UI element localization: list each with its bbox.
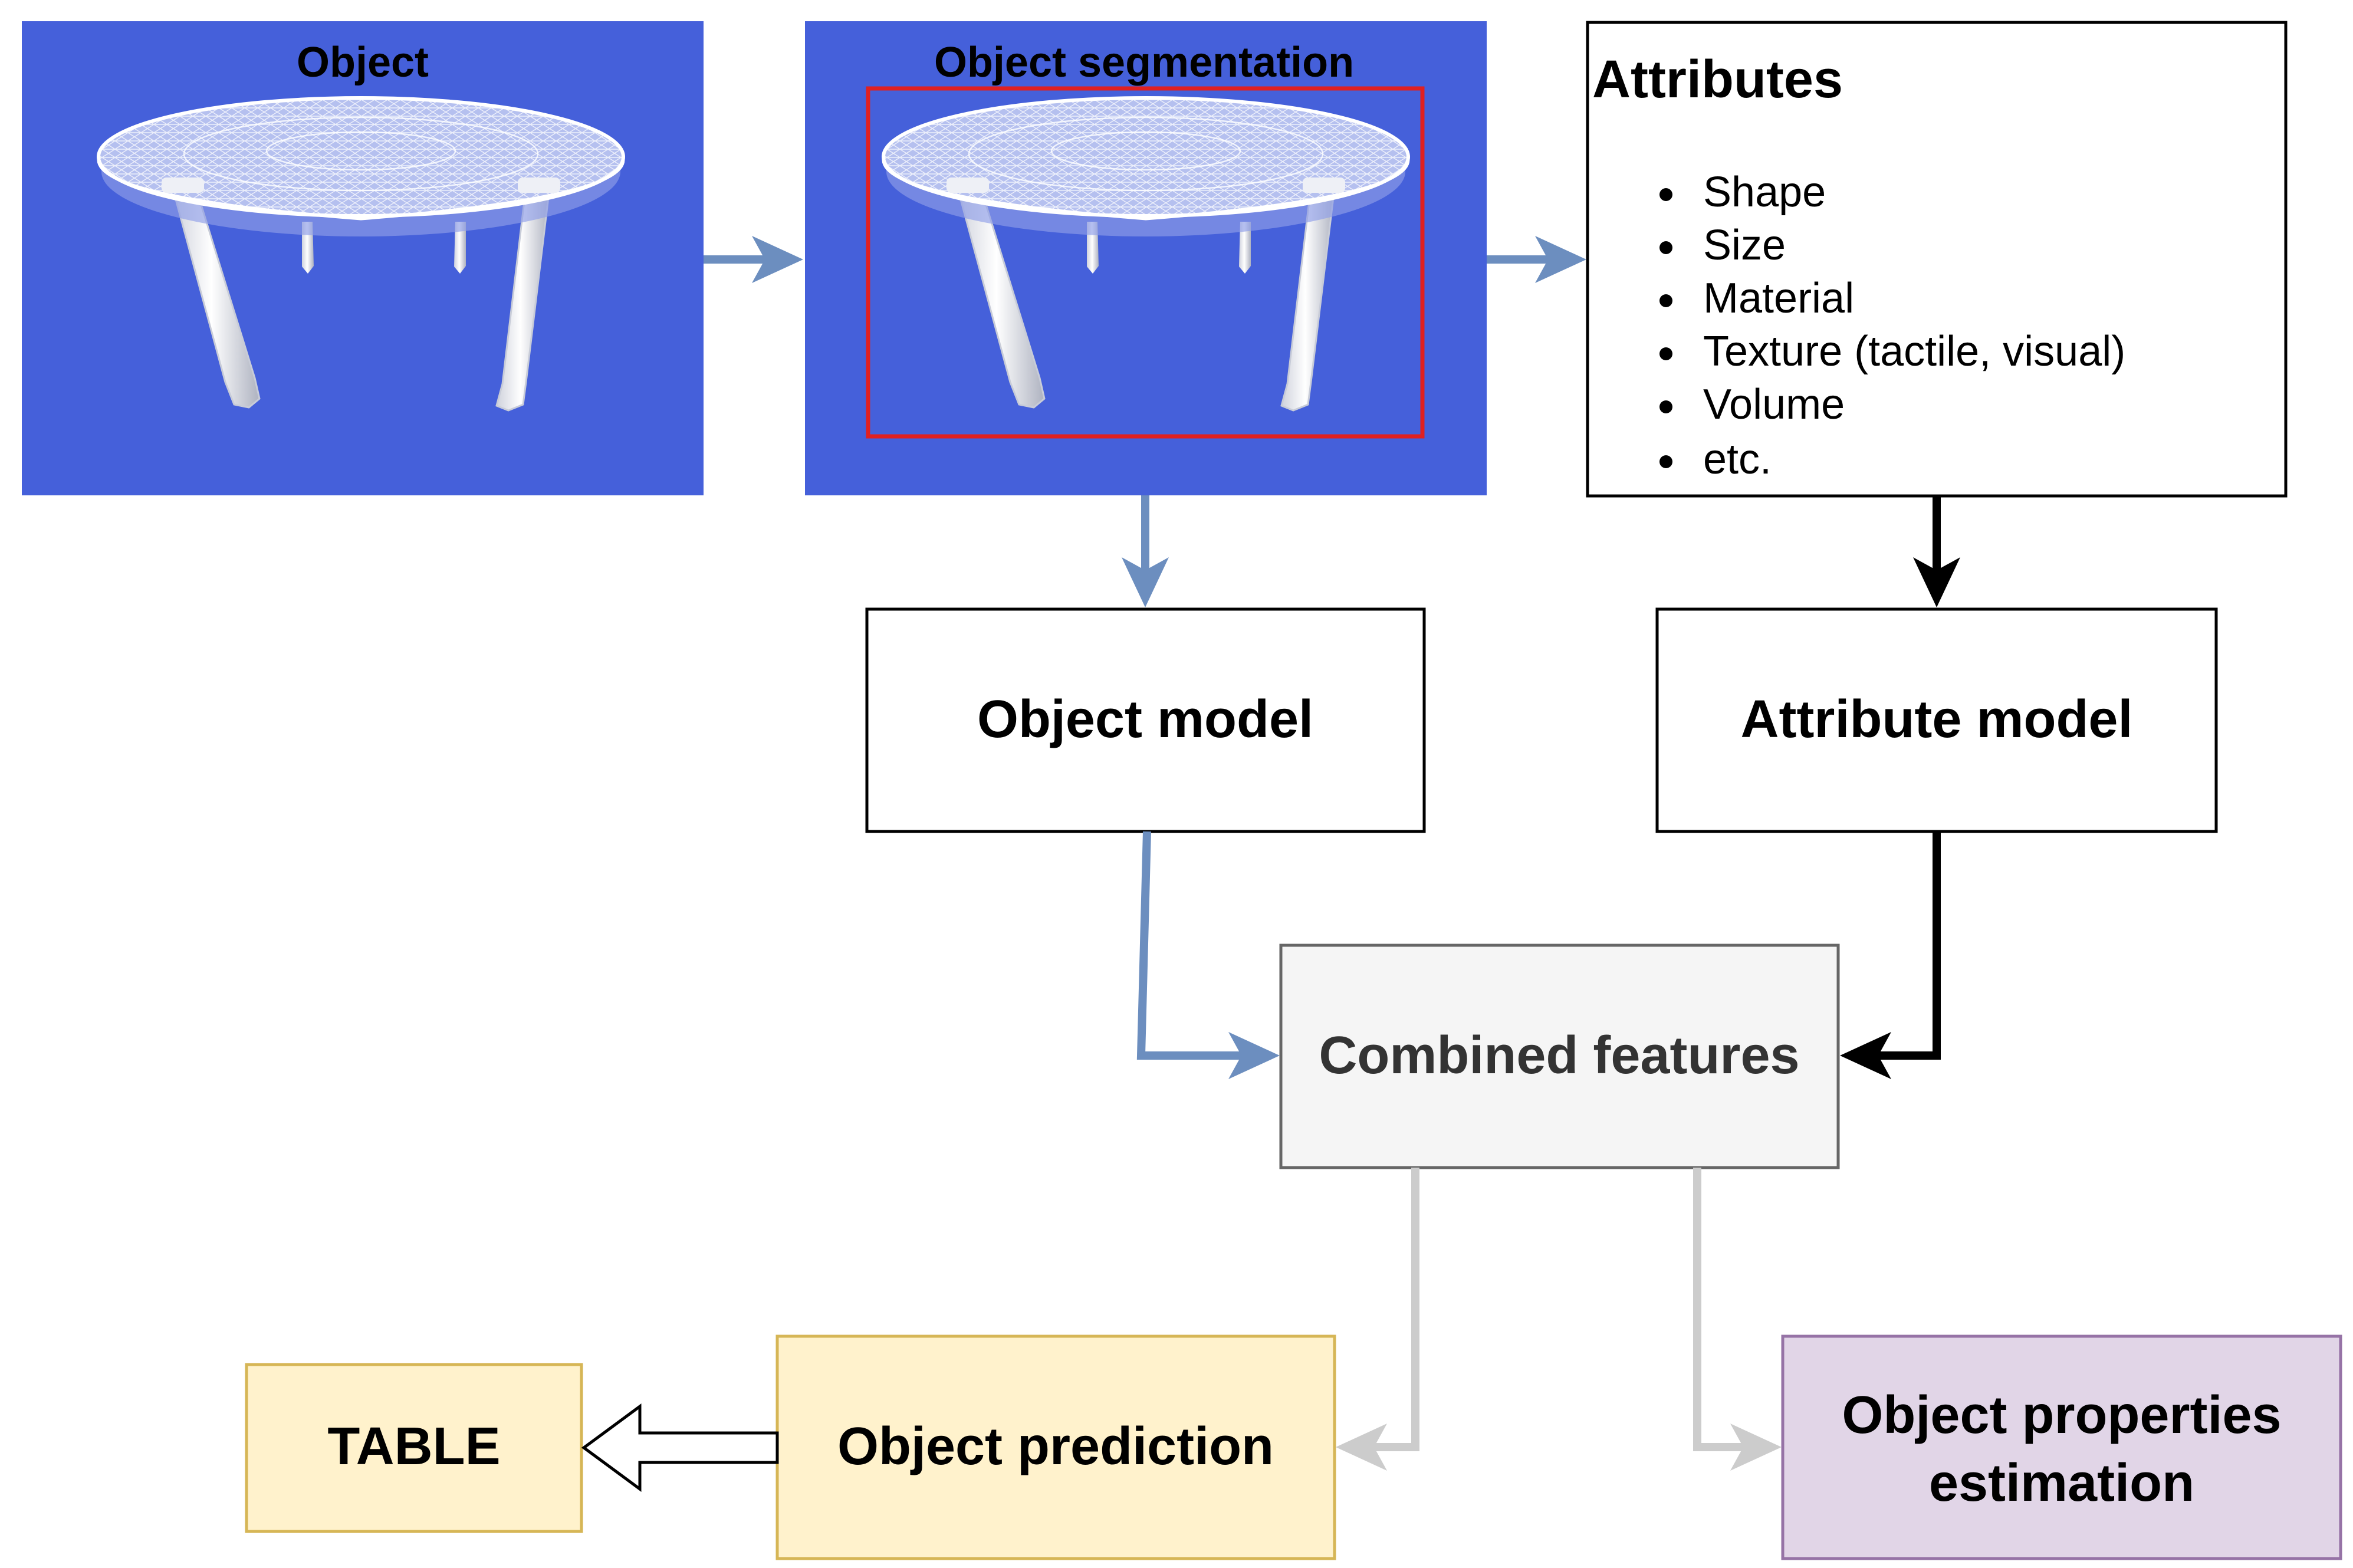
attributes-box: Attributes Shape Size Material Texture (… [1586,21,2288,498]
list-item: Material [1703,275,1854,322]
arrow-prediction-to-table [581,1403,779,1492]
list-bullet [1659,400,1672,413]
properties-estimation-line1: Object properties [1842,1386,2281,1445]
attribute-model-box: Attribute model [1655,607,2218,833]
segmentation-bounding-box [866,86,1425,439]
list-bullet [1659,188,1672,201]
list-bullet [1659,294,1672,307]
table-output-label: TABLE [327,1417,500,1476]
object-model-box: Object model [865,607,1426,833]
list-bullet [1659,455,1672,468]
list-item: etc. [1703,436,1772,483]
properties-estimation-box: Object properties estimation [1781,1334,2342,1560]
list-bullet [1659,241,1672,254]
attributes-list: Shape Size Material Texture (tactile, vi… [1659,169,2125,483]
table-output-box: TABLE [245,1363,583,1533]
arrow-combined-to-properties [1693,1168,1782,1471]
combined-features-label: Combined features [1319,1026,1799,1085]
arrow-object-to-segmentation [704,236,803,283]
attributes-title: Attributes [1592,50,1843,109]
object-prediction-label: Object prediction [837,1417,1274,1476]
list-bullet [1659,347,1672,360]
arrow-attributes-to-attribute-model [1913,496,1960,607]
arrow-combined-to-prediction [1336,1168,1419,1471]
segmentation-panel-title: Object segmentation [934,39,1354,86]
object-model-label: Object model [977,690,1313,749]
list-item: Volume [1703,381,1845,428]
arrow-segmentation-to-object-model [1122,495,1169,607]
attribute-model-label: Attribute model [1741,690,2133,749]
arrow-attribute-model-to-combined [1840,831,1941,1079]
list-item: Shape [1703,169,1826,216]
object-panel-title: Object [297,39,429,86]
object-panel: Object [22,21,704,495]
object-prediction-box: Object prediction [775,1334,1336,1560]
segmentation-panel: Object segmentation [805,21,1487,495]
combined-features-box: Combined features [1279,944,1840,1169]
list-item: Texture (tactile, visual) [1703,328,2125,375]
arrow-object-model-to-combined [1136,831,1280,1079]
arrow-segmentation-to-attributes [1487,236,1586,283]
list-item: Size [1703,222,1786,269]
properties-estimation-line2: estimation [1929,1454,2194,1513]
